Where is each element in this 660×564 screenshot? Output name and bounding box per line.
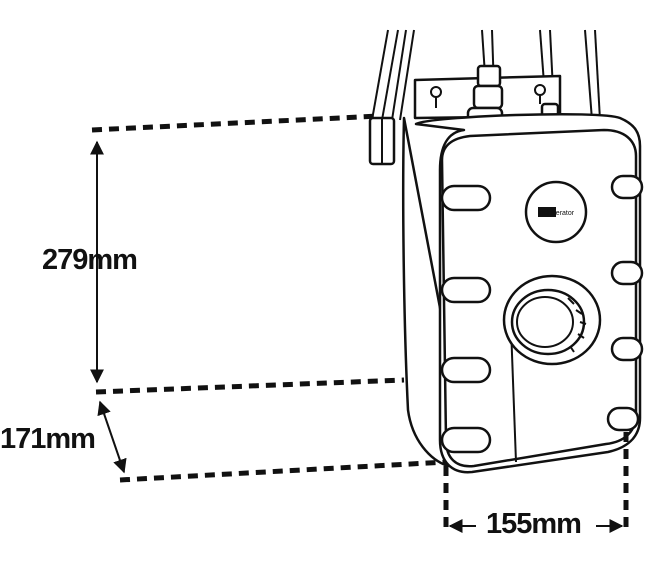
grip-slots-left bbox=[440, 184, 492, 454]
brand-logo: insinkerator bbox=[524, 180, 588, 244]
depth-dimension-label: 171mm bbox=[0, 423, 96, 455]
height-dimension-label: 279mm bbox=[42, 244, 138, 276]
height-dimension bbox=[90, 113, 405, 395]
temperature-dial[interactable] bbox=[502, 274, 602, 366]
depth-dimension bbox=[97, 400, 447, 483]
width-dimension-label: 155mm bbox=[486, 508, 582, 540]
supply-hoses bbox=[368, 29, 601, 166]
grip-slots-right bbox=[606, 174, 644, 432]
width-dimension bbox=[443, 432, 629, 533]
brand-logo-text: insinkerator bbox=[538, 210, 575, 217]
